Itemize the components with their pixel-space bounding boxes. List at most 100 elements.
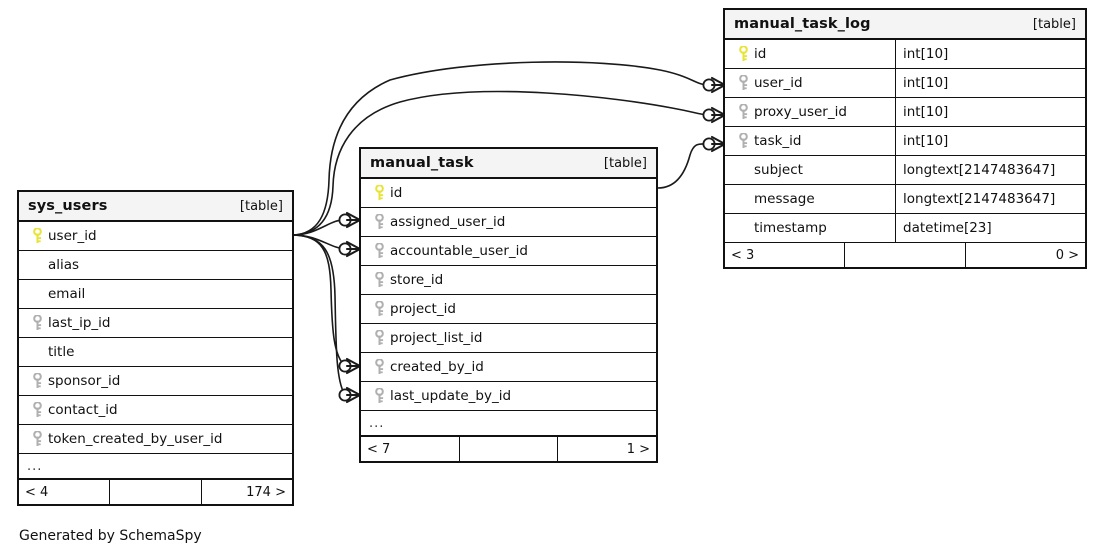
column-name-cell: contact_id	[19, 396, 292, 424]
cardinality-zero-circle	[702, 137, 716, 151]
cardinality-zero-circle	[338, 213, 352, 227]
footer-child-count[interactable]: 174 >	[246, 484, 286, 500]
column-name: title	[48, 344, 75, 360]
column-name: last_update_by_id	[390, 388, 512, 404]
table-row[interactable]: user_id	[19, 222, 292, 251]
more-columns-indicator: ...	[361, 411, 656, 437]
foreign-key-icon	[369, 359, 389, 375]
primary-key-icon	[369, 185, 389, 201]
table-row[interactable]: token_created_by_user_id	[19, 425, 292, 454]
table-row[interactable]: alias	[19, 251, 292, 280]
table-row[interactable]: proxy_user_id int[10]	[725, 98, 1085, 127]
column-name-cell: proxy_user_id	[725, 98, 895, 126]
foreign-key-icon	[733, 133, 753, 149]
column-type: int[10]	[895, 127, 1085, 155]
footer-middle	[845, 243, 966, 267]
column-name: last_ip_id	[48, 315, 111, 331]
table-row[interactable]: assigned_user_id	[361, 208, 656, 237]
foreign-key-icon	[369, 388, 389, 404]
column-name-cell: accountable_user_id	[361, 237, 656, 265]
column-name-cell: assigned_user_id	[361, 208, 656, 236]
column-name-cell: task_id	[725, 127, 895, 155]
footer-parent-count[interactable]: < 4	[19, 480, 111, 504]
table-row[interactable]: id int[10]	[725, 40, 1085, 69]
column-type: int[10]	[895, 40, 1085, 68]
table-row[interactable]: last_update_by_id	[361, 382, 656, 411]
column-name: accountable_user_id	[390, 243, 528, 259]
cardinality-zero-circle	[338, 242, 352, 256]
column-name: contact_id	[48, 402, 118, 418]
column-type: longtext[2147483647]	[895, 156, 1085, 184]
table-title: manual_task_log	[734, 16, 871, 32]
more-columns-indicator: ...	[19, 454, 292, 480]
column-name-cell: email	[19, 280, 292, 308]
table-row[interactable]: last_ip_id	[19, 309, 292, 338]
table-row[interactable]: project_id	[361, 295, 656, 324]
table-row[interactable]: contact_id	[19, 396, 292, 425]
table-row[interactable]: store_id	[361, 266, 656, 295]
primary-key-icon	[27, 228, 47, 244]
foreign-key-icon	[27, 315, 47, 331]
table-row[interactable]: id	[361, 179, 656, 208]
table-type-tag: [table]	[603, 155, 647, 171]
table-footer: < 7 1 >	[361, 437, 656, 461]
table-row[interactable]: accountable_user_id	[361, 237, 656, 266]
foreign-key-icon	[369, 214, 389, 230]
table-row[interactable]: sponsor_id	[19, 367, 292, 396]
footer-child-count[interactable]: 0 >	[1055, 247, 1079, 263]
column-name-cell: subject	[725, 156, 895, 184]
foreign-key-icon	[369, 330, 389, 346]
column-name: proxy_user_id	[754, 104, 847, 120]
table-footer: < 4 174 >	[19, 480, 292, 504]
table-row[interactable]: title	[19, 338, 292, 367]
foreign-key-icon	[27, 373, 47, 389]
primary-key-icon	[733, 46, 753, 62]
column-name: user_id	[754, 75, 803, 91]
column-name: email	[48, 286, 86, 302]
column-name-cell: created_by_id	[361, 353, 656, 381]
table-row[interactable]: created_by_id	[361, 353, 656, 382]
column-name-cell: user_id	[725, 69, 895, 97]
column-name-cell: user_id	[19, 222, 292, 250]
edge-manualtask-log-taskid	[657, 143, 708, 189]
column-name-cell: alias	[19, 251, 292, 279]
foreign-key-icon	[733, 75, 753, 91]
cardinality-zero-circle	[338, 359, 352, 373]
foreign-key-icon	[369, 272, 389, 288]
column-type: int[10]	[895, 98, 1085, 126]
table-row[interactable]: project_list_id	[361, 324, 656, 353]
table-row[interactable]: email	[19, 280, 292, 309]
column-name: timestamp	[754, 220, 827, 236]
column-name: token_created_by_user_id	[48, 431, 223, 447]
foreign-key-icon	[733, 104, 753, 120]
column-name-cell: last_update_by_id	[361, 382, 656, 410]
column-name-cell: store_id	[361, 266, 656, 294]
footer-parent-count[interactable]: < 3	[725, 243, 846, 267]
edge-sysusers-manualtask-assigned	[292, 219, 346, 236]
footer-child-count[interactable]: 1 >	[626, 441, 651, 457]
column-name-cell: message	[725, 185, 895, 213]
edge-sysusers-manualtask-accountable	[292, 234, 346, 250]
column-name: project_list_id	[390, 330, 483, 346]
footer-parent-count[interactable]: < 7	[361, 437, 460, 461]
cardinality-zero-circle	[702, 108, 716, 122]
column-name: id	[754, 46, 767, 62]
cardinality-zero-circle	[338, 388, 352, 402]
column-name: assigned_user_id	[390, 214, 506, 230]
column-name: alias	[48, 257, 80, 273]
column-name: user_id	[48, 228, 97, 244]
column-name: project_id	[390, 301, 456, 317]
column-name-cell: project_list_id	[361, 324, 656, 352]
table-header: manual_task_log [table]	[725, 10, 1085, 40]
column-name: store_id	[390, 272, 444, 288]
